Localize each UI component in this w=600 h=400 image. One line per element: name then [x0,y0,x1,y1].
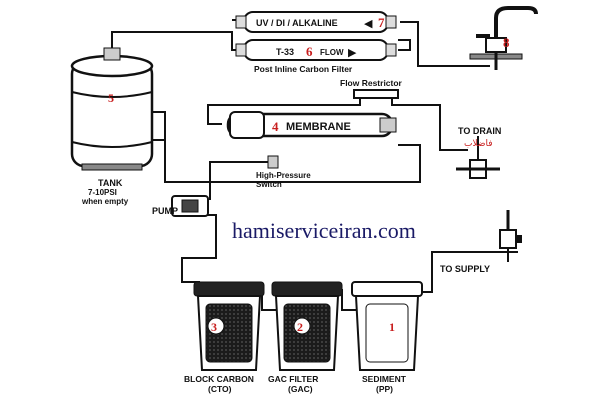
filter2-number-badge [293,317,311,335]
supply-valve: TO SUPPLY [440,210,522,274]
filter-block-carbon: 3 BLOCK CARBON (CTO) [184,281,265,394]
filter3-sub: (CTO) [208,384,232,394]
uv-filter-cap-right [385,15,397,29]
post-filter-caption: Post Inline Carbon Filter [254,64,353,74]
storage-tank: 5 TANK 7-10PSI when empty [70,47,154,206]
filter3-number: 3 [211,320,217,334]
uv-filter: UV / DI / ALKALINE 7 ◀ [235,11,397,33]
filter1-sub: (PP) [376,384,393,394]
membrane-cap-left [229,111,265,139]
t33-flow-arrow-icon: ▶ [348,47,357,59]
tube-tank-to-post-filter [111,31,242,58]
hp-switch: High-Pressure Switch [256,155,311,189]
tank-label: TANK [98,178,123,188]
t33-filter-cap-right [385,43,397,57]
filter2-label: GAC FILTER [268,374,318,384]
hp-switch-label-2: Switch [256,180,282,189]
filter3-label: BLOCK CARBON [184,374,254,384]
tank-base [81,163,143,171]
t33-filter-label: T-33 [276,47,294,57]
tank-valve [103,47,121,61]
drain-label: TO DRAIN [458,126,501,136]
t33-filter-body [243,39,389,61]
pump-motor [181,199,199,213]
tank-seam-bottom [71,141,153,148]
t33-filter-flow-label: FLOW [320,48,344,57]
uv-filter-label: UV / DI / ALKALINE [256,18,338,28]
tube-post-filter-to-faucet [400,21,490,67]
filter3-number-badge [207,317,225,335]
tube-supply [418,251,518,293]
filter2-number: 2 [297,320,303,334]
tank-pressure: 7-10PSI [88,188,117,197]
filter2-element [283,303,331,363]
membrane-number: 4 [272,119,279,134]
membrane-cap-right [379,117,397,133]
hp-switch-body [267,155,279,169]
flow-restrictor-body [353,89,399,99]
watermark: hamiserviceiran.com [232,218,416,243]
uv-filter-number: 7 [378,15,385,30]
filter2-cap [271,281,343,297]
filter1-label: SEDIMENT [362,374,407,384]
uv-filter-arrow-icon: ◀ [364,18,373,30]
tube-pump-down [181,214,217,283]
tube-tank-to-membrane [150,111,421,183]
pump-label: PUMP [152,206,178,216]
flow-restrictor: Flow Restrictor [340,78,403,99]
filter3-cap [193,281,265,297]
membrane-label: MEMBRANE [286,121,351,133]
supply-valve-handle [516,235,522,243]
flow-restrictor-label: Flow Restrictor [340,78,403,88]
faucet-lever [476,34,490,38]
filter1-element [365,303,409,363]
tank-number: 5 [108,91,114,105]
pump: PUMP [152,195,209,217]
t33-filter: T-33 6 FLOW ▶ [235,39,397,61]
filter-sediment: 1 SEDIMENT (PP) [351,281,423,394]
tank-seam-top [71,91,153,98]
tube-uv-to-t33 [398,39,411,51]
t33-filter-cap-left [235,43,247,57]
filter1-cap [351,281,423,297]
uv-filter-cap-left [235,15,247,29]
tank-body [70,60,154,168]
supply-valve-body [499,229,517,249]
drain-label-persian: فاضلاب [464,139,493,149]
tube-pump-to-hp-switch [209,161,270,200]
filter2-sub: (GAC) [288,384,313,394]
supply-label: TO SUPPLY [440,264,490,274]
filter-gac: 2 GAC FILTER (GAC) [268,281,343,394]
faucet: 8 [469,6,538,70]
drain: TO DRAIN فاضلاب [456,126,501,179]
faucet-number: 8 [503,35,510,50]
filter1-number: 1 [389,320,395,334]
t33-filter-number: 6 [306,44,313,59]
hp-switch-label-1: High-Pressure [256,171,311,180]
membrane-housing: 4 MEMBRANE [226,111,397,139]
faucet-spout-icon [494,6,538,46]
tank-pressure-note: when empty [81,197,129,206]
